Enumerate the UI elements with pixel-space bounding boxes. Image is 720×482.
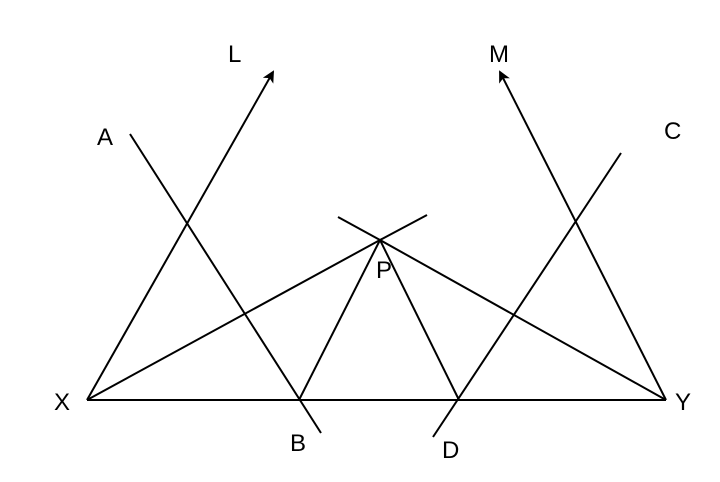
- arc-mark-right: [379, 214, 428, 241]
- line-dc: [432, 152, 622, 438]
- point-label-d: D: [442, 437, 459, 464]
- point-label-l: L: [228, 41, 241, 68]
- point-label-x: X: [54, 389, 70, 416]
- line-ab: [129, 133, 322, 434]
- segments-group: [86, 133, 667, 438]
- ray-ym: [499, 70, 667, 401]
- segment-bp: [298, 239, 381, 401]
- segment-dp: [379, 239, 460, 401]
- point-label-y: Y: [675, 389, 691, 416]
- labels-group: X Y B D P A C L M: [54, 41, 691, 464]
- point-label-p: P: [376, 257, 392, 284]
- point-label-m: M: [489, 41, 509, 68]
- arc-mark-left: [337, 216, 381, 241]
- point-label-c: C: [664, 118, 681, 145]
- point-label-b: B: [290, 430, 306, 457]
- ray-xl: [86, 70, 274, 401]
- segment-xp: [86, 239, 381, 401]
- point-label-a: A: [97, 124, 113, 151]
- rays-group: [86, 70, 667, 401]
- segment-yp: [379, 239, 667, 401]
